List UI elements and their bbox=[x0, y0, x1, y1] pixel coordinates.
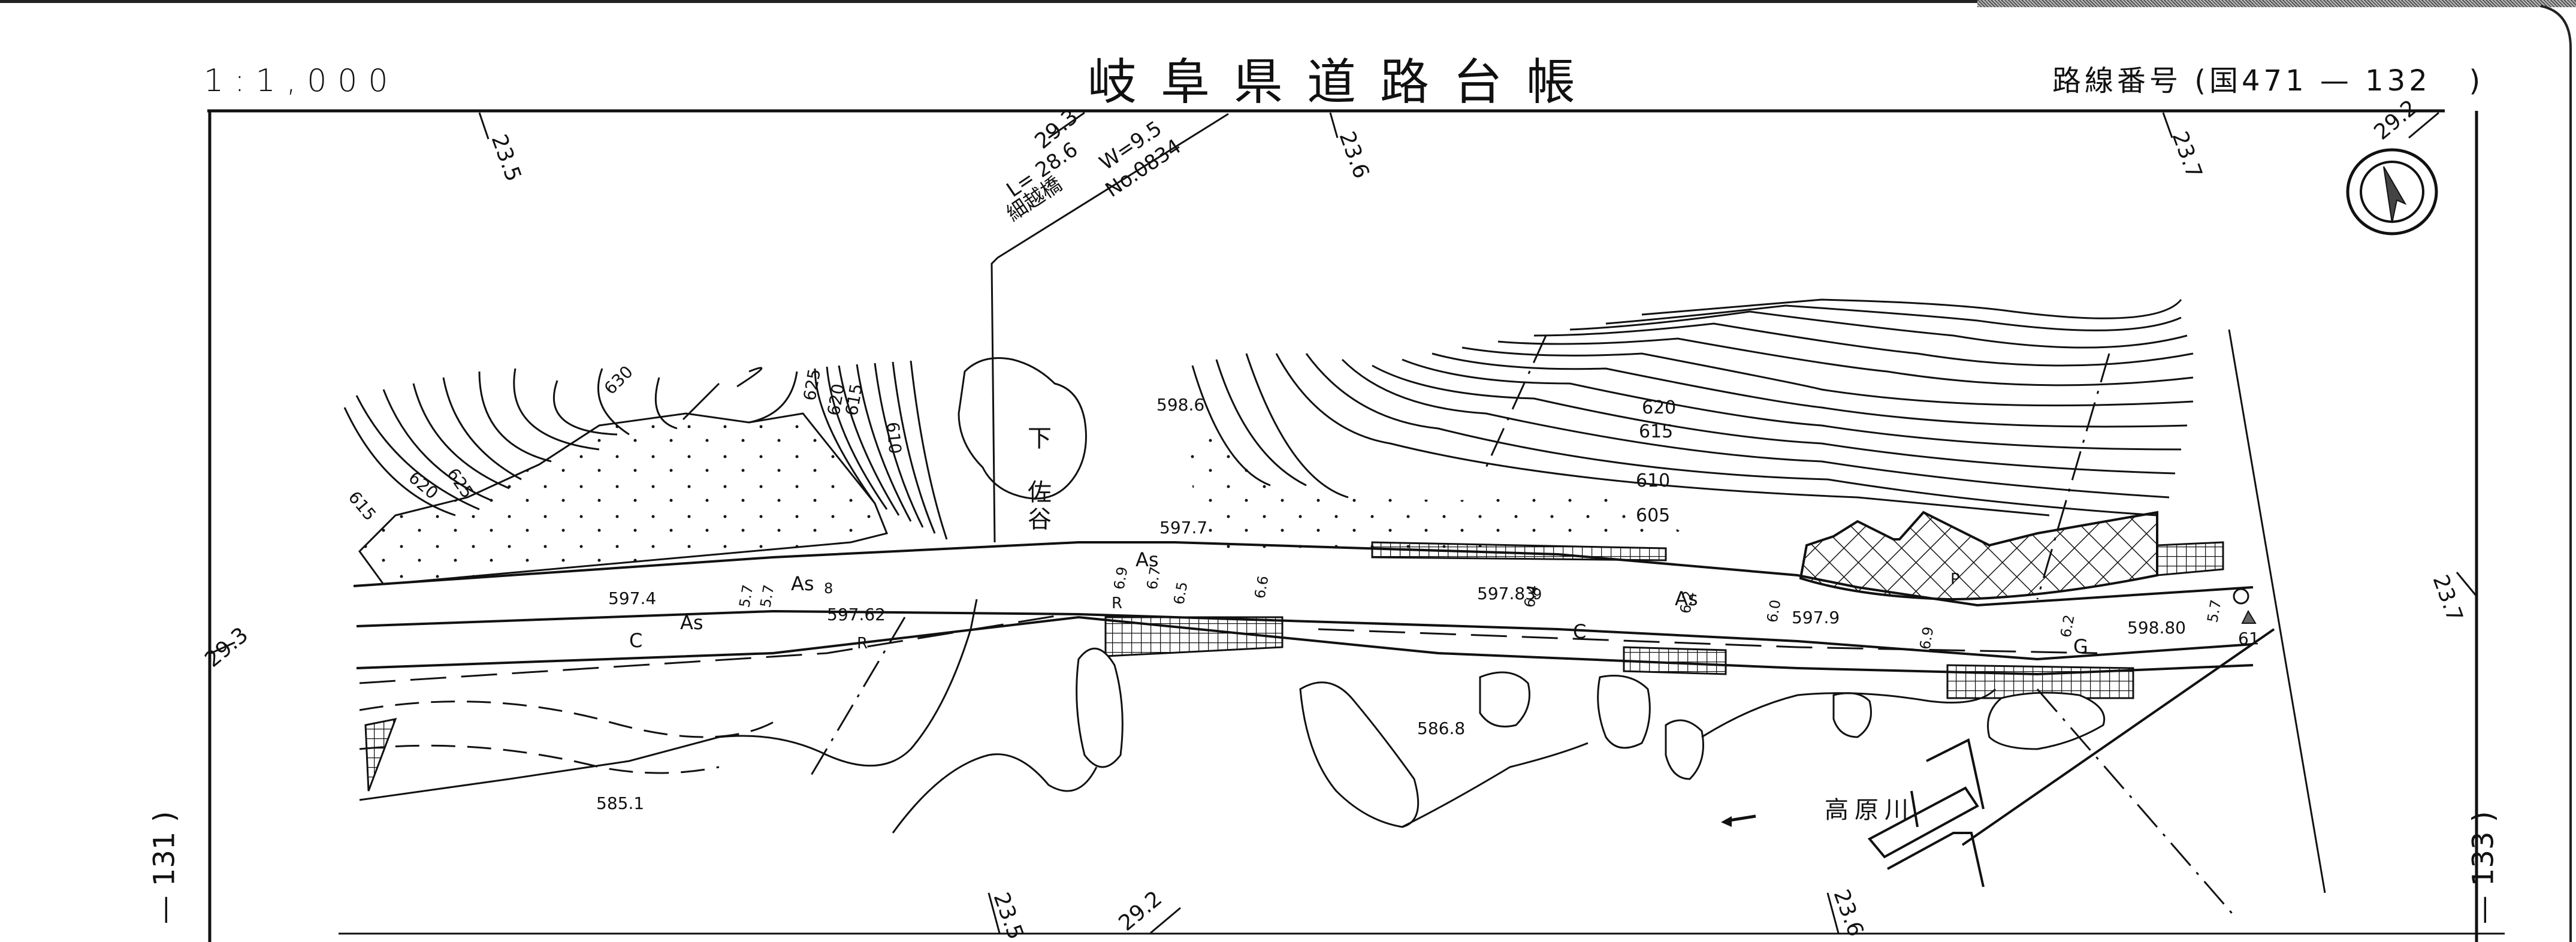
village-name-1: 下 bbox=[1028, 425, 1052, 452]
surface-code: As bbox=[680, 611, 703, 634]
spot-elevation: 597.4 bbox=[608, 588, 656, 608]
grid-ticks bbox=[210, 111, 2478, 934]
spot-elevation: 598.6 bbox=[1156, 395, 1204, 415]
road-width: 6.4 bbox=[1521, 584, 1541, 609]
contour-label: 630 bbox=[600, 362, 637, 398]
grid-tick-label: 23.6 bbox=[1334, 128, 1374, 182]
spot-elevation: 597.7 bbox=[1159, 518, 1207, 538]
spot-elevation: 585.1 bbox=[596, 793, 644, 813]
contour-label: 610 bbox=[1636, 470, 1670, 491]
grid-tick-label: 23.7 bbox=[2167, 128, 2207, 182]
misc-label: 9 bbox=[1533, 586, 1542, 603]
surface-code: R bbox=[857, 635, 868, 653]
spot-elevation: 597.83 bbox=[1477, 584, 1536, 603]
surface-code: As bbox=[791, 572, 814, 595]
contour-lines-right bbox=[1191, 298, 2194, 517]
triangle-benchmark-icon bbox=[2241, 609, 2257, 624]
route-number-label: 路線番号 bbox=[2052, 64, 2182, 98]
road-width: 6.9 bbox=[1916, 626, 1937, 651]
map-frame bbox=[207, 5, 2572, 942]
station-marker: 61 bbox=[2238, 629, 2260, 648]
flow-arrow-icon bbox=[1721, 814, 1756, 827]
boundary-lines bbox=[808, 335, 2236, 917]
spot-elevation: 586.8 bbox=[1417, 718, 1465, 738]
misc-label: 8 bbox=[824, 580, 833, 597]
surface-code: P bbox=[1950, 570, 1960, 588]
road-width: 5.7 bbox=[2204, 599, 2224, 624]
sheet-match-line bbox=[2228, 329, 2326, 893]
road-width: 5.7 bbox=[736, 584, 756, 609]
surface-code: As bbox=[1675, 587, 1698, 610]
contour-label: 610 bbox=[883, 421, 905, 455]
grid-tick-label: 23.5 bbox=[487, 131, 526, 185]
surface-code: R bbox=[1112, 594, 1122, 612]
page-title: 岐阜県道路台帳 bbox=[1088, 54, 1600, 111]
surface-code: G bbox=[2073, 635, 2088, 658]
village-name-2: 佐 bbox=[1028, 479, 1052, 506]
surface-code: C bbox=[629, 629, 642, 652]
road-width: 5.7 bbox=[757, 584, 777, 609]
spot-elevation: 598.80 bbox=[2127, 618, 2186, 638]
contour-label: 615 bbox=[1639, 421, 1673, 442]
grid-tick-label: 23.7 bbox=[2428, 572, 2468, 625]
grid-tick-label: 29.2 bbox=[2369, 95, 2422, 145]
paved-area bbox=[1799, 511, 2158, 601]
contour-lines-left bbox=[343, 360, 948, 540]
grid-tick-label: 29.2 bbox=[1114, 886, 1167, 936]
road-width: 6.9 bbox=[1110, 566, 1131, 591]
road-width: 6.0 bbox=[1763, 599, 1784, 624]
contour-label: 625 bbox=[799, 367, 825, 402]
road-width: 6.2 bbox=[1677, 590, 1697, 615]
road-width: 6.7 bbox=[1143, 566, 1164, 591]
contour-label: 605 bbox=[1636, 505, 1670, 526]
utility-pole-icon bbox=[2233, 588, 2249, 605]
route-number-value: (国471 — 132 ) bbox=[2194, 64, 2484, 98]
road-width: 6.2 bbox=[2057, 614, 2077, 639]
map-scale: 1:1,000 bbox=[204, 63, 399, 99]
contour-label: 620 bbox=[405, 467, 442, 503]
scan-top-edge-shadow bbox=[1977, 0, 2576, 7]
scan-top-edge bbox=[0, 0, 2576, 3]
river-name: 高原川 bbox=[1825, 796, 1914, 824]
grid-tick-label: 23.6 bbox=[1829, 886, 1868, 940]
north-arrow-icon bbox=[2346, 148, 2438, 236]
buildings bbox=[1867, 628, 2275, 887]
surface-code: As bbox=[1136, 548, 1159, 571]
surface-code: C bbox=[1573, 620, 1586, 643]
bridge-leader bbox=[990, 113, 1229, 543]
village-name-3: 谷 bbox=[1028, 506, 1052, 533]
tree-clusters bbox=[958, 357, 2105, 828]
contour-label: 615 bbox=[345, 487, 380, 524]
road-width: 6.6 bbox=[1251, 575, 1272, 600]
contour-label: 620 bbox=[1642, 397, 1676, 418]
spot-elevation: 597.9 bbox=[1792, 608, 1840, 627]
route-number: 路線番号 (国471 — 132 ) bbox=[2052, 57, 2484, 99]
road-width: 6.5 bbox=[1170, 581, 1191, 606]
river-banks bbox=[359, 599, 1997, 834]
spot-elevation: 597.62 bbox=[827, 605, 886, 624]
